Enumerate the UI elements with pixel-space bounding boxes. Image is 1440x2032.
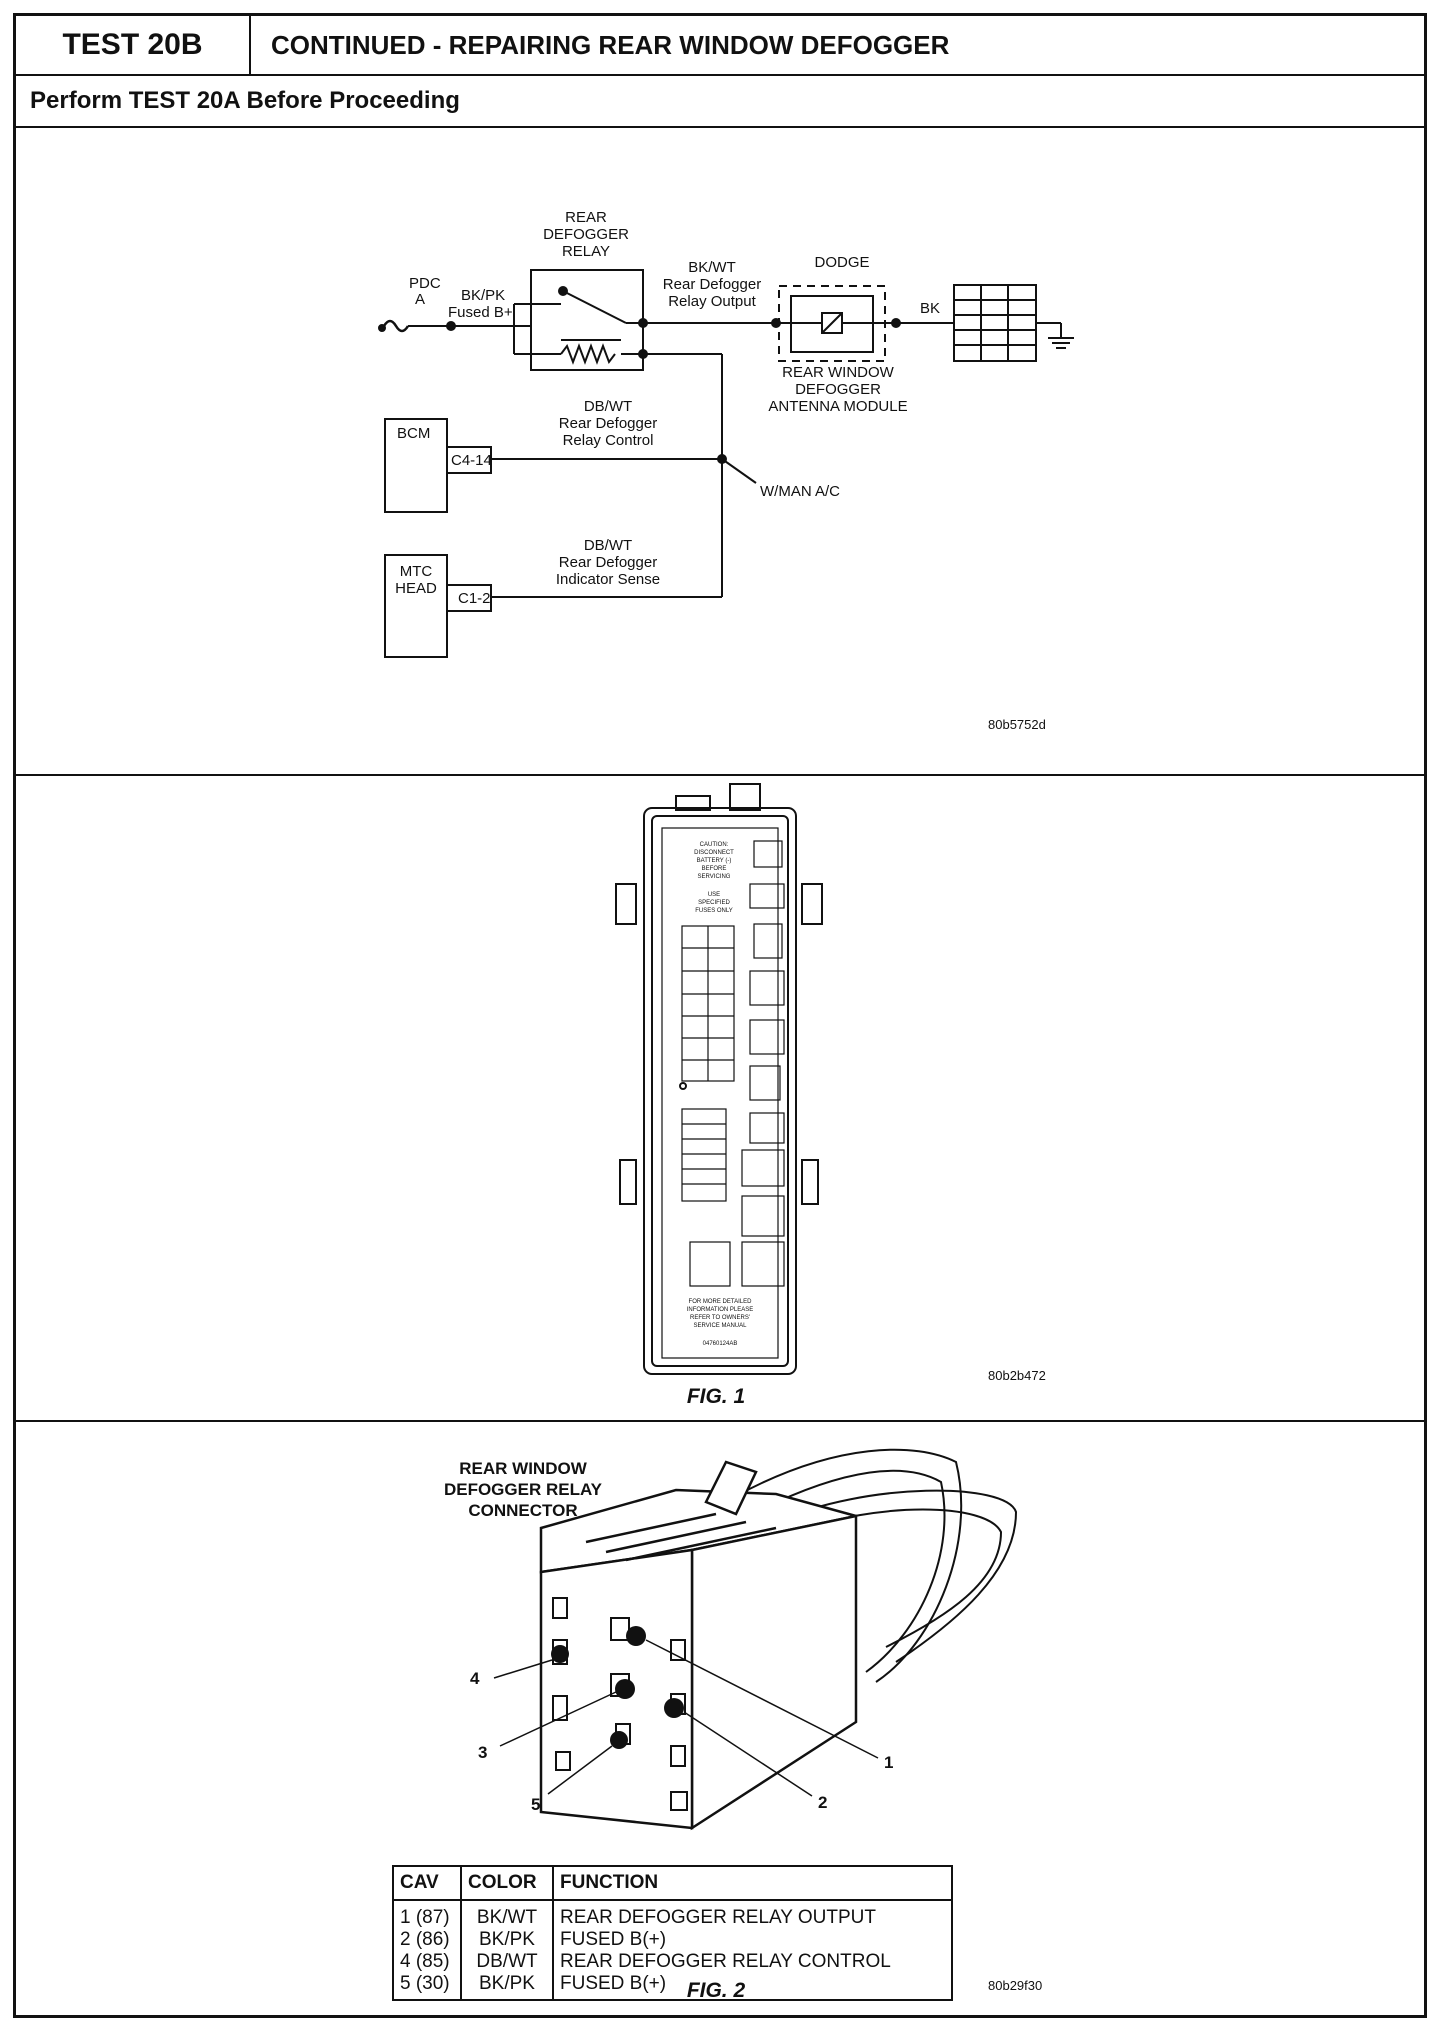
- output-wire-func-1: Rear Defogger: [663, 276, 761, 293]
- callout-5: 5: [531, 1795, 540, 1814]
- caution-5: SERVICING: [698, 874, 731, 880]
- prerequisite-note: Perform TEST 20A Before Proceeding: [16, 76, 1424, 128]
- cav-cell: 4 (85): [392, 1951, 462, 1973]
- test-id: TEST 20B: [16, 16, 251, 74]
- connector-title-3: CONNECTOR: [468, 1501, 577, 1520]
- control-wire-func-1: Rear Defogger: [559, 415, 657, 432]
- cav-cell: 2 (86): [392, 1929, 462, 1951]
- bk-wire-label: BK: [920, 300, 940, 317]
- relay-label-1: REAR: [565, 209, 607, 226]
- fused-wire-function: Fused B+: [448, 304, 513, 321]
- table-row: 1 (87) BK/WT REAR DEFOGGER RELAY OUTPUT: [392, 1900, 953, 1929]
- cav-cell: 1 (87): [392, 1900, 462, 1929]
- table-row: 2 (86) BK/PK FUSED B(+): [392, 1929, 953, 1951]
- fig1-caption: FIG. 1: [687, 1385, 745, 1408]
- header-row: TEST 20B CONTINUED - REPAIRING REAR WIND…: [16, 16, 1424, 76]
- fig1-fuse-block: CAUTION: DISCONNECT BATTERY (-) BEFORE S…: [615, 783, 1046, 1408]
- sense-wire-func-1: Rear Defogger: [559, 554, 657, 571]
- caution-2: DISCONNECT: [694, 850, 734, 856]
- color-cell: BK/WT: [460, 1900, 554, 1929]
- color-cell: BK/PK: [460, 1973, 554, 2001]
- footer-note-2: INFORMATION PLEASE: [687, 1307, 754, 1313]
- output-wire-color: BK/WT: [688, 259, 736, 276]
- color-cell: BK/PK: [460, 1929, 554, 1951]
- module-label-1: REAR WINDOW: [782, 364, 895, 381]
- function-cell: FUSED B(+): [552, 1929, 953, 1951]
- output-wire-func-2: Relay Output: [668, 293, 756, 310]
- mtc-label-1: MTC: [400, 563, 433, 580]
- manual-page: TEST 20B CONTINUED - REPAIRING REAR WIND…: [13, 13, 1427, 2018]
- connector-title-1: REAR WINDOW: [459, 1459, 587, 1478]
- fig2-figure-code: 80b29f30: [988, 1978, 1042, 1993]
- function-cell: REAR DEFOGGER RELAY OUTPUT: [552, 1900, 953, 1929]
- bcm-pin: C4-14: [451, 452, 492, 469]
- sense-wire-color: DB/WT: [584, 537, 632, 554]
- dodge-label: DODGE: [814, 254, 869, 271]
- caution-4: BEFORE: [702, 866, 727, 872]
- pdc-label: PDC: [409, 275, 441, 292]
- mtc-label-2: HEAD: [395, 580, 437, 597]
- test-title: CONTINUED - REPAIRING REAR WINDOW DEFOGG…: [271, 29, 950, 60]
- fig2-panel: REAR WINDOW DEFOGGER RELAY CONNECTOR 1 2…: [16, 1422, 1424, 2015]
- bcm-label: BCM: [397, 425, 430, 442]
- relay-label-2: DEFOGGER: [543, 226, 629, 243]
- connector-title-2: DEFOGGER RELAY: [444, 1480, 603, 1499]
- fused-wire-color: BK/PK: [461, 287, 505, 304]
- function-cell: REAR DEFOGGER RELAY CONTROL: [552, 1951, 953, 1973]
- caution-3: BATTERY (-): [697, 858, 732, 864]
- color-cell: DB/WT: [460, 1951, 554, 1973]
- schematic-panel: REAR DEFOGGER RELAY PDC A BK/PK Fused B+…: [16, 128, 1424, 776]
- wiring-schematic: REAR DEFOGGER RELAY PDC A BK/PK Fused B+…: [378, 209, 1074, 732]
- cavity-table: CAV COLOR FUNCTION 1 (87) BK/WT REAR DEF…: [392, 1865, 953, 2001]
- footer-note-4: SERVICE MANUAL: [694, 1323, 748, 1329]
- schematic-figure-code: 80b5752d: [988, 717, 1046, 732]
- module-label-3: ANTENNA MODULE: [768, 398, 907, 415]
- footer-note-1: FOR MORE DETAILED: [689, 1299, 753, 1305]
- use-fuses-3: FUSES ONLY: [695, 908, 733, 914]
- fig2-connector: REAR WINDOW DEFOGGER RELAY CONNECTOR 1 2…: [444, 1448, 1042, 2002]
- function-cell: FUSED B(+): [552, 1973, 953, 2001]
- mtc-pin: C1-2: [458, 590, 491, 607]
- control-wire-color: DB/WT: [584, 398, 632, 415]
- option-label: W/MAN A/C: [760, 483, 840, 500]
- pdc-cavity: A: [415, 291, 425, 308]
- col-function: FUNCTION: [552, 1865, 953, 1901]
- table-row: 5 (30) BK/PK FUSED B(+): [392, 1973, 953, 2001]
- module-label-2: DEFOGGER: [795, 381, 881, 398]
- part-number: 04760124AB: [703, 1341, 738, 1347]
- relay-label-3: RELAY: [562, 243, 610, 260]
- callout-3: 3: [478, 1743, 487, 1762]
- use-fuses-2: SPECIFIED: [698, 900, 730, 906]
- cav-cell: 5 (30): [392, 1973, 462, 2001]
- footer-note-3: REFER TO OWNERS': [690, 1315, 750, 1321]
- callout-4: 4: [470, 1669, 480, 1688]
- fig1-panel: CAUTION: DISCONNECT BATTERY (-) BEFORE S…: [16, 776, 1424, 1422]
- control-wire-func-2: Relay Control: [563, 432, 654, 449]
- col-cav: CAV: [392, 1865, 462, 1901]
- callout-2: 2: [818, 1793, 827, 1812]
- caution-1: CAUTION:: [700, 842, 729, 848]
- table-row: 4 (85) DB/WT REAR DEFOGGER RELAY CONTROL: [392, 1951, 953, 1973]
- callout-1: 1: [884, 1753, 893, 1772]
- fig1-figure-code: 80b2b472: [988, 1368, 1046, 1383]
- use-fuses-1: USE: [708, 892, 720, 898]
- col-color: COLOR: [460, 1865, 554, 1901]
- sense-wire-func-2: Indicator Sense: [556, 571, 660, 588]
